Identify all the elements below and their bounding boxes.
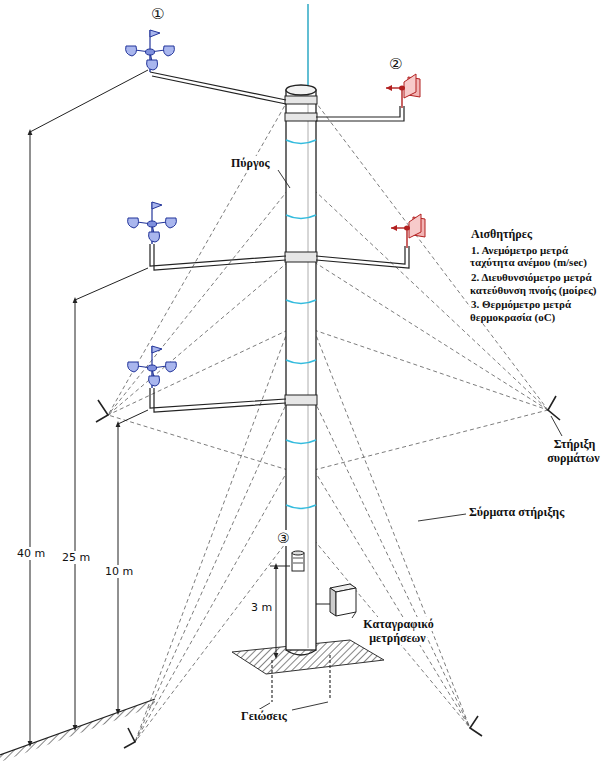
thermometer-ring <box>293 558 303 559</box>
legend-entry: 1. Ανεμόμετρο μετρά ταχύτητα ανέμου (m/s… <box>470 244 608 269</box>
ground-line <box>0 699 155 755</box>
dimension-label: 3 m <box>250 602 273 615</box>
part-label: Σύρματα στήριξης <box>468 506 565 520</box>
sensor-arms <box>150 72 409 412</box>
wire-anchor <box>96 400 108 422</box>
logger-front <box>336 588 356 616</box>
anemometer <box>126 30 175 72</box>
thermometer <box>292 553 304 571</box>
wind-vane <box>386 74 420 108</box>
legend-heading: Αισθητήρες <box>470 228 608 242</box>
dimension-label: 25 m <box>61 552 91 565</box>
legend-entry: 3. Θερμόμετρο μετρά θερμοκρασία (oC) <box>470 298 608 323</box>
callout-number: ① <box>150 6 165 23</box>
tower-pipe <box>286 90 316 650</box>
legend-entry-text: 2. Διευθυνσιόμετρο μετρά κατεύθυνση πνοή… <box>470 271 598 296</box>
dimension-label: 40 m <box>16 548 46 561</box>
guy-wires <box>108 100 548 742</box>
callout-number-text: ② <box>388 55 403 73</box>
anemometer <box>128 202 177 244</box>
tower-foot <box>286 650 316 655</box>
wind-vane <box>391 214 425 248</box>
dimension-label: 10 m <box>104 566 134 579</box>
wire-anchor <box>470 716 482 736</box>
logger-cable <box>316 604 330 605</box>
dimension-lines <box>30 70 290 744</box>
part-label-text: Καταγραφικό μετρήσεων <box>362 617 433 645</box>
callout-number: ② <box>388 56 403 73</box>
logger-side <box>330 588 336 616</box>
callout-number: ③ <box>276 530 291 546</box>
dimension-label-text: 3 m <box>250 601 273 614</box>
part-label-text: Σύρματα στήριξης <box>468 505 565 519</box>
thermometer-ring <box>293 563 303 564</box>
part-label-text: Πύργος <box>230 156 271 170</box>
wire-anchor <box>548 396 560 420</box>
legend-heading-text: Αισθητήρες <box>470 227 533 241</box>
callout-number-text: ① <box>150 5 165 23</box>
legend-entry-text: 3. Θερμόμετρο μετρά θερμοκρασία (oC) <box>470 298 571 323</box>
legend-entry-text: 1. Ανεμόμετρο μετρά ταχύτητα ανέμου (m/s… <box>470 244 588 269</box>
tower-cap <box>286 85 316 95</box>
tower-shading <box>308 92 309 648</box>
part-label-text: Γειώσεις <box>240 709 288 723</box>
part-label: Πύργος <box>230 157 271 171</box>
dimension-label-text: 25 m <box>61 551 91 564</box>
part-label: Στήριξη συρμάτων <box>540 438 608 466</box>
lightning-rod <box>307 4 309 88</box>
dimension-label-text: 10 m <box>104 565 134 578</box>
ground-hatch <box>0 699 155 761</box>
thermometer-top <box>292 551 304 555</box>
callout-number-text: ③ <box>276 530 291 546</box>
wire-anchor <box>124 728 135 748</box>
grounding-rod <box>271 660 272 702</box>
grounding-rod <box>329 655 330 700</box>
dimension-label-text: 40 m <box>16 547 46 560</box>
anemometer <box>128 346 177 388</box>
part-label-text: Στήριξη συρμάτων <box>547 437 600 465</box>
part-label: Γειώσεις <box>240 710 288 724</box>
legend-entry: 2. Διευθυνσιόμετρο μετρά κατεύθυνση πνοή… <box>470 271 608 296</box>
tower-rings <box>286 140 316 509</box>
clamp-bands <box>285 96 317 405</box>
part-label: Καταγραφικό μετρήσεων <box>352 618 444 646</box>
